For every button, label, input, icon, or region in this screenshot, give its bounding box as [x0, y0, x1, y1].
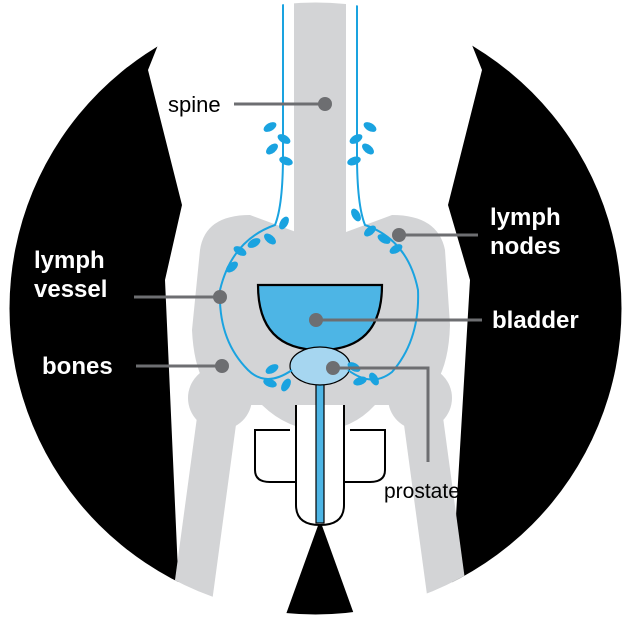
prostate-shape: [290, 347, 350, 385]
label-lymph-vessel-line2: vessel: [34, 276, 107, 303]
label-prostate: prostate: [384, 480, 460, 503]
label-lymph-nodes-line1: lymph: [490, 204, 561, 231]
label-lymph-nodes-line2: nodes: [490, 233, 561, 260]
pointer-dot-icon: [318, 97, 332, 111]
label-bones: bones: [42, 353, 113, 380]
label-bladder: bladder: [492, 307, 579, 334]
label-lymph-vessel-line1: lymph: [34, 247, 105, 274]
pointer-dot-icon: [309, 313, 323, 327]
left-testis: [255, 430, 295, 482]
right-testis: [345, 430, 385, 482]
pointer-dot-icon: [215, 359, 229, 373]
spine-bone: [294, 0, 346, 250]
pointer-dot-icon: [213, 290, 227, 304]
pointer-dot-icon: [392, 228, 406, 242]
label-spine: spine: [168, 92, 221, 117]
pointer-dot-icon: [326, 361, 340, 375]
